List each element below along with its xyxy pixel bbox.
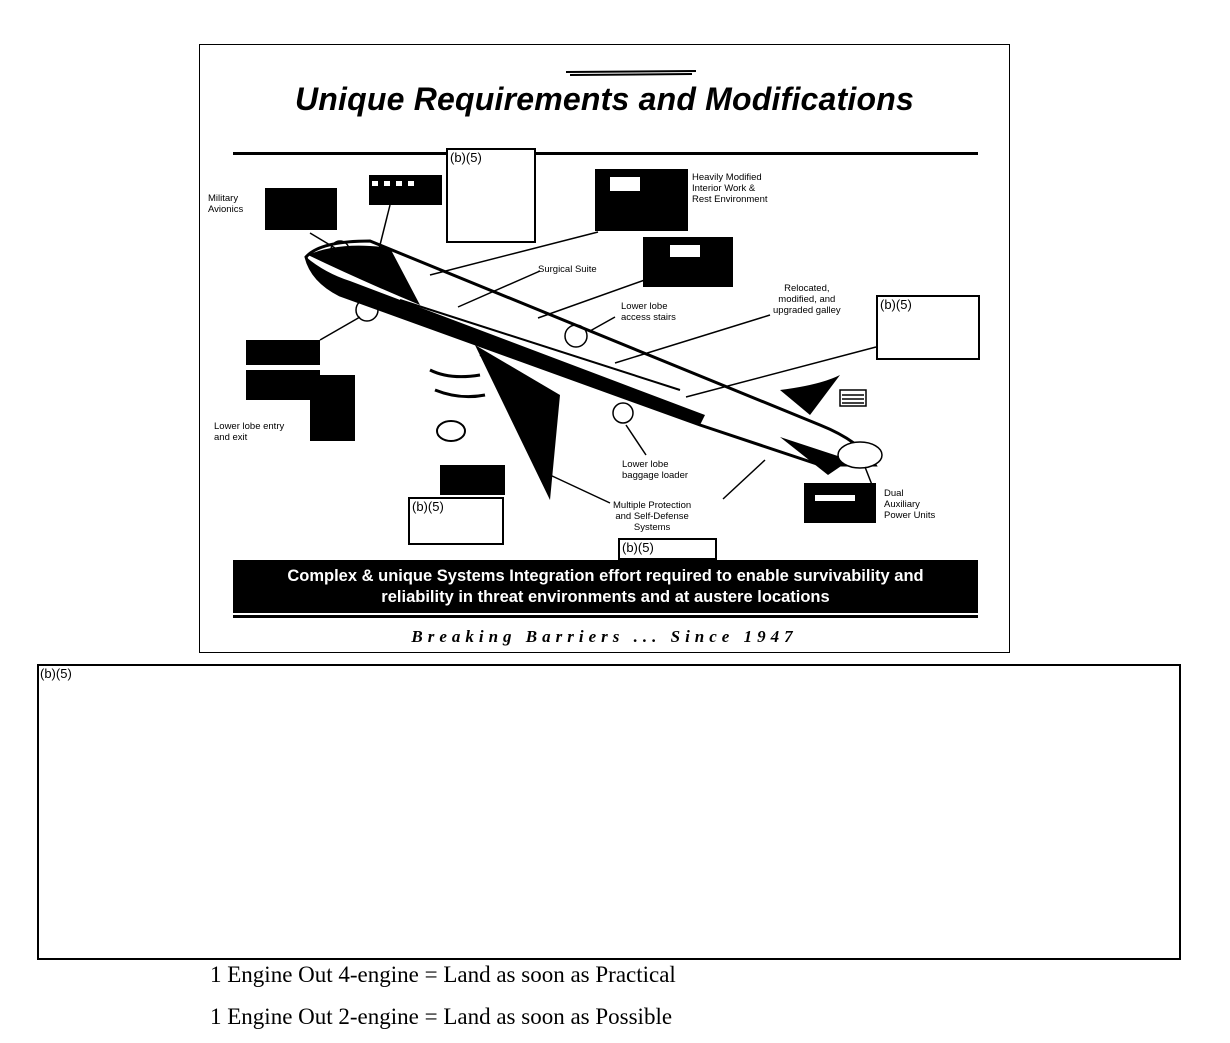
title-rule — [233, 152, 978, 155]
aircraft-illustration — [246, 169, 883, 523]
slide-tagline: Breaking Barriers ... Since 1947 — [411, 627, 798, 646]
header-mark — [566, 70, 696, 76]
redaction-box: (b)(5) — [446, 148, 536, 243]
body-line-2-engine: 1 Engine Out 2-engine = Land as soon as … — [210, 1004, 673, 1029]
redaction-box: (b)(5) — [618, 538, 717, 560]
body-line-4-engine: 1 Engine Out 4-engine = Land as soon as … — [210, 962, 676, 987]
redaction-block: (b)(5) — [37, 664, 1181, 960]
banner-rule — [233, 615, 978, 618]
slide-image: Unique Requirements and Modifications — [199, 44, 1010, 653]
slide-title: Unique Requirements and Modifications — [294, 81, 914, 117]
redaction-box: (b)(5) — [408, 497, 504, 545]
slide-banner: Complex & unique Systems Integration eff… — [233, 560, 978, 613]
label-surgical-suite: Surgical Suite — [538, 264, 597, 275]
redaction-code: (b)(5) — [40, 666, 72, 681]
redaction-box: (b)(5) — [876, 295, 980, 360]
